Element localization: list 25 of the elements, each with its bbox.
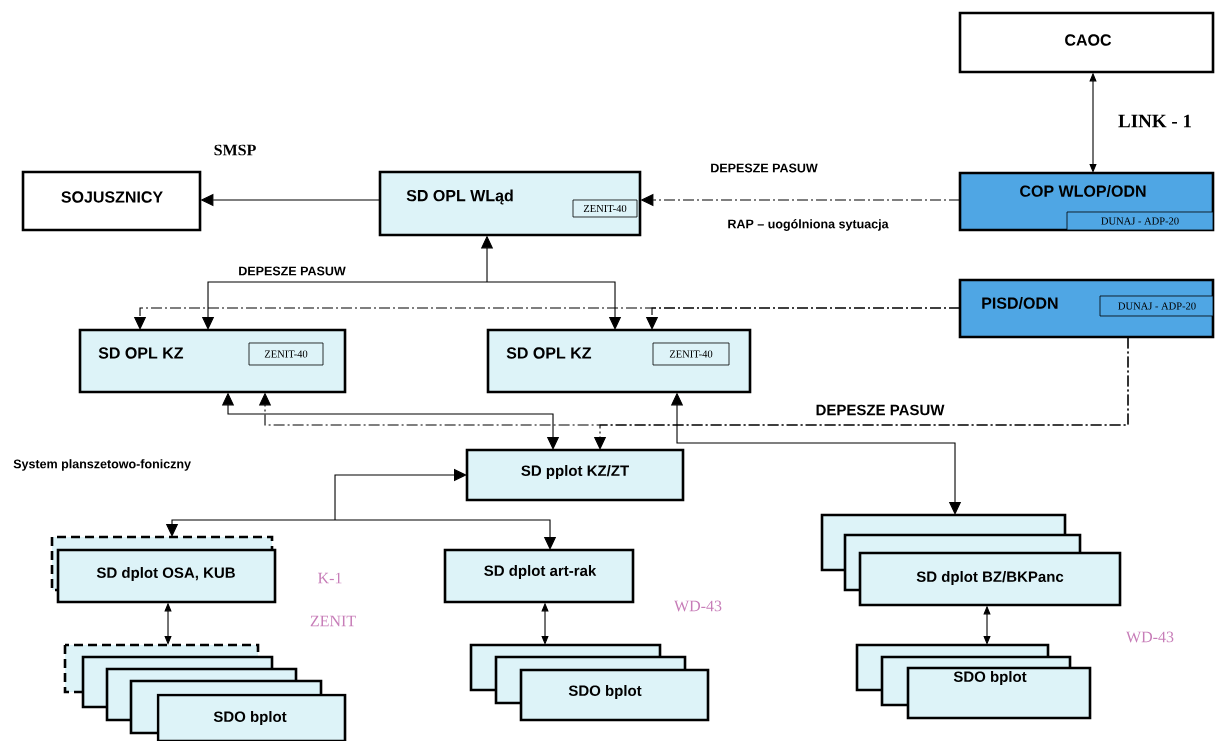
process-box: SD pplot KZ/ZT [465, 448, 685, 502]
process-box: SD dplot art-rak [443, 548, 635, 604]
stacked-boxes: SD dplot BZ/BKPanc [820, 513, 1122, 607]
text-label: WD-43 [1126, 631, 1174, 643]
text-label: K-1 [318, 572, 342, 584]
text-label: WD-43 [674, 600, 722, 612]
text-label: ZENIT [310, 615, 356, 627]
label-box: ZENIT-40 [248, 342, 324, 366]
stacked-boxes: SDO bplot [63, 643, 347, 741]
edge-label: DEPESZE PASUW [237, 265, 347, 277]
edge-label: DEPESZE PASUW [814, 403, 946, 417]
stacked-boxes: SDO bplot [855, 643, 1092, 720]
text-label: SMSP [214, 144, 256, 156]
process-box: CAOC [958, 11, 1215, 74]
edge-label: LINK - 1 [1117, 113, 1193, 129]
label-box: ZENIT-40 [652, 342, 730, 366]
label-box: DUNAJ - ADP-20 [1099, 295, 1214, 317]
label-box: DUNAJ - ADP-20 [1066, 211, 1214, 231]
text-label: System planszetowo-foniczny [13, 459, 191, 471]
edge-label: DEPESZE PASUW [709, 162, 819, 174]
stacked-boxes: SD dplot OSA, KUB [50, 535, 277, 604]
stacked-boxes: SDO bplot [469, 643, 710, 722]
text-label: RAP – uogólniona sytuacja [728, 219, 889, 231]
process-box: SOJUSZNICY [21, 170, 202, 232]
label-box: ZENIT-40 [572, 199, 638, 218]
